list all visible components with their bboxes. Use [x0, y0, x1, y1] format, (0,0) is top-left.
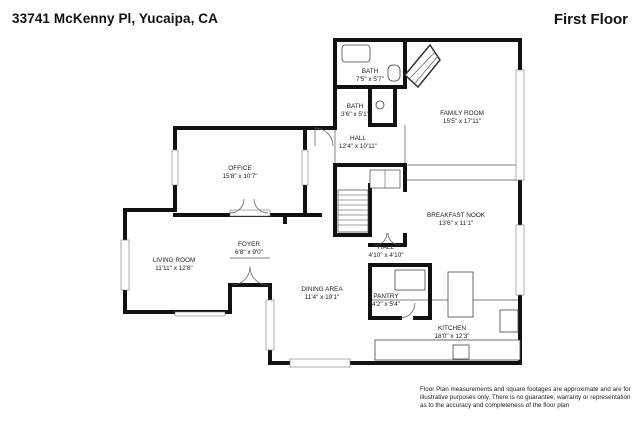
hall-1-dim: 12'4" x 10'11": [339, 143, 377, 150]
dining-area-dim: 11'4" x 19'1": [305, 294, 340, 301]
room-labels: BATH 7'5" x 5'7" BATH 3'6" x 5'1" FAMILY…: [153, 68, 486, 340]
bath-1-label: BATH: [362, 68, 379, 75]
kitchen-sink: [499, 309, 519, 333]
kitchen-dim: 18'0" x 12'3": [434, 333, 469, 340]
bathtub: [341, 44, 371, 63]
dining-area-label: DINING AREA: [301, 286, 343, 293]
hall-2-dim: 4'10" x 4'10": [368, 252, 403, 259]
pantry-shelf: [394, 269, 426, 291]
doors: [229, 127, 416, 319]
family-room-label: FAMILY ROOM: [440, 110, 484, 117]
windows: [120, 69, 525, 368]
office-label: OFFICE: [228, 165, 251, 172]
floor-title: First Floor: [553, 11, 628, 28]
sink: [375, 100, 385, 110]
property-address: 33741 McKenny Pl, Yucaipa, CA: [12, 11, 218, 26]
breakfast-nook-dim: 13'6" x 11'1": [439, 220, 474, 227]
breakfast-nook-label: BREAKFAST NOOK: [427, 212, 486, 219]
pantry-dim: 4'2" x 5'4": [372, 301, 400, 308]
fireplace: [403, 43, 441, 89]
family-room-dim: 15'5" x 17'11": [443, 118, 481, 125]
office-dim: 15'8" x 10'7": [222, 173, 257, 180]
fixtures: [341, 43, 521, 361]
toilet: [387, 64, 401, 82]
counter: [374, 339, 521, 361]
foyer-dim: 6'8" x 9'0": [235, 249, 263, 256]
stove: [452, 344, 470, 360]
kitchen-island: [447, 271, 474, 318]
hall-1-label: HALL: [350, 135, 366, 142]
bath-1-dim: 7'5" x 5'7": [356, 76, 384, 83]
living-room-dim: 11'11" x 12'8": [155, 265, 193, 272]
pantry-label: PANTRY: [373, 293, 399, 300]
foyer-label: FOYER: [238, 241, 260, 248]
disclaimer-text: Floor Plan measurements and square foota…: [420, 386, 631, 409]
hall-2-label: HALL: [378, 244, 394, 251]
living-room-label: LIVING ROOM: [153, 257, 196, 264]
staircase: [337, 169, 401, 233]
kitchen-label: KITCHEN: [438, 325, 466, 332]
bath-2-label: BATH: [347, 103, 364, 110]
bath-2-dim: 3'6" x 5'1": [341, 111, 369, 118]
walls: [123, 38, 522, 365]
